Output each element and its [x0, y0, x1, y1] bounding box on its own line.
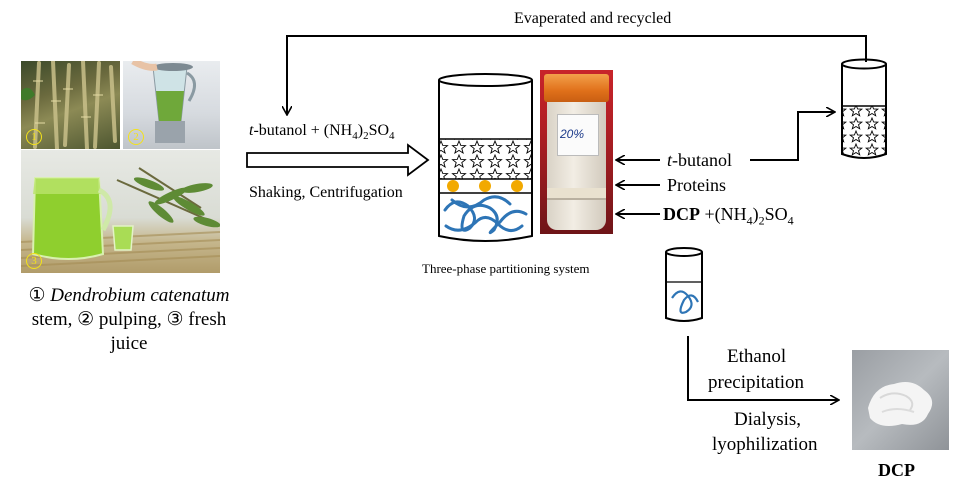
salt-so: SO [764, 204, 788, 224]
dcp-tube [665, 247, 703, 322]
photo-stems: 1 [21, 61, 120, 149]
photo-dcp-product [852, 350, 949, 450]
reagent-sub-2: 2 [363, 130, 369, 143]
photo-number-2: 2 [128, 129, 144, 145]
precipitation-label: precipitation [708, 372, 805, 393]
ethanol-label: Ethanol [727, 346, 787, 367]
tube-lid [544, 74, 609, 102]
salt-close: ) [752, 204, 759, 224]
reagent-label: t-butanol + (NH4)2SO4 [249, 123, 395, 142]
proteins-label: Proteins [667, 175, 727, 195]
protein-dot [479, 180, 491, 192]
photo-blender: 2 [123, 61, 220, 149]
salt-sub-1: 4 [746, 213, 753, 228]
protein-dot [447, 180, 459, 192]
protein-dot [511, 180, 523, 192]
salt-open: +(NH [704, 204, 747, 224]
tpp-caption: Three-phase partitioning system [422, 261, 590, 276]
dialysis-label: Dialysis, [734, 409, 802, 430]
source-caption-line-3: juice [110, 333, 148, 354]
source-species: Dendrobium catenatum [50, 285, 230, 306]
polysaccharide-coil [443, 195, 528, 235]
reagent-sub-3: 4 [389, 130, 395, 143]
reagent-paren: ) [357, 122, 364, 139]
tbutanol-t: t [667, 150, 673, 170]
dcp-salt-label: DCP +(NH4)2SO4 [663, 205, 794, 227]
tube-label-text: 20% [560, 127, 585, 141]
reagent-text: -butanol + (NH [253, 122, 353, 139]
tbutanol-label: t-butanol [667, 151, 732, 169]
salt-sub-3: 4 [787, 213, 794, 228]
purification-arrow [687, 336, 838, 400]
salt-sub-2: 2 [758, 213, 765, 228]
tbutanol-recycle-arrow [750, 112, 834, 161]
shaking-label: Shaking, Centrifugation [249, 184, 403, 201]
tube-upper-phase [547, 188, 606, 198]
tube-sticker [557, 114, 599, 156]
photo-tpp-tube: 20% [540, 70, 613, 234]
product-label: DCP [878, 460, 915, 480]
recycle-arrow [287, 35, 867, 114]
source-number-1: ① [28, 285, 46, 306]
polysaccharide-coil-small [671, 290, 699, 314]
tpp-cylinder [438, 73, 533, 242]
reagent-t: t [249, 122, 254, 139]
tube-interface [547, 198, 606, 200]
source-caption-line-2: stem, ② pulping, ③ fresh [31, 309, 227, 330]
photo-number-3: 3 [26, 253, 42, 269]
recycle-tube [841, 58, 887, 159]
dcp-bold: DCP [663, 204, 700, 224]
lyophilization-label: lyophilization [712, 434, 818, 455]
photo-juice: 3 [21, 150, 220, 273]
tbutanol-text: -butanol [672, 150, 733, 170]
photo-number-1: 1 [26, 129, 42, 145]
reagent-sub-1: 4 [352, 130, 358, 143]
recycle-label: Evaperated and recycled [514, 10, 672, 27]
source-caption-line-1: ① Dendrobium catenatum [6, 286, 252, 305]
reagent-so: SO [368, 122, 390, 139]
process-arrow [246, 143, 430, 177]
